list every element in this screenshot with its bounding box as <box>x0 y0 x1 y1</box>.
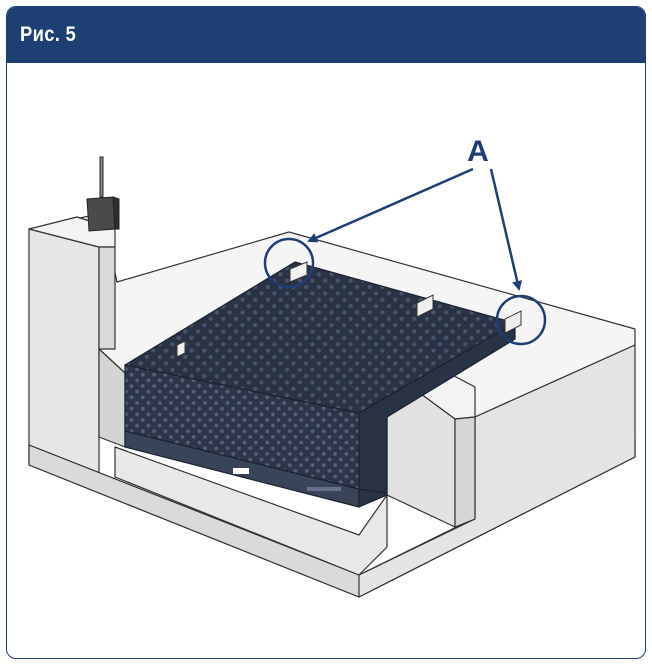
figure-header: Рис. 5 <box>7 7 645 63</box>
callout-arrow-right <box>489 168 523 291</box>
mesh-grate-unit <box>124 261 516 508</box>
installation-illustration: A <box>28 135 636 598</box>
callout-circle-left <box>263 237 315 289</box>
figure-title: Рис. 5 <box>20 23 77 46</box>
callout-circle-right <box>495 294 547 346</box>
control-box <box>86 156 120 232</box>
mounting-brackets <box>176 261 522 358</box>
callout-arrow-left <box>307 167 474 243</box>
callout-label-a: A <box>467 135 489 168</box>
figure-frame: Рис. 5 <box>6 6 646 659</box>
